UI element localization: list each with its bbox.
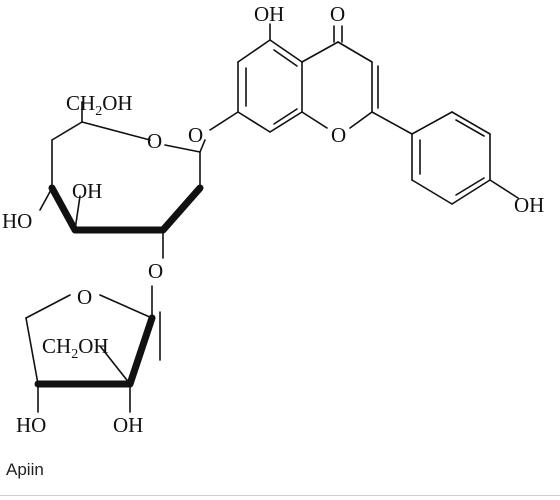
bottom-divider (0, 495, 560, 496)
ring-c-bonds (301, 25, 379, 129)
glucose-ring-oxygen-label: O (147, 129, 162, 153)
figure-caption: Apiin (6, 460, 44, 479)
oh-4prime-label: OH (514, 193, 544, 217)
ring-b-bonds (371, 111, 519, 205)
apiose-ring-oxygen-label: O (77, 285, 92, 309)
ho-glucose-4-label: HO (2, 209, 32, 233)
oh-glucose-3-label: OH (72, 179, 102, 203)
oh-5-label: OH (254, 2, 284, 26)
ch2oh-apiose-label: CH2OH (42, 334, 109, 362)
glycoside-oxygen-7-label: O (188, 123, 203, 147)
ring-a-substituent-bonds (209, 23, 271, 131)
ring-a-bonds (237, 39, 303, 133)
oh-apiose-label: OH (113, 413, 143, 437)
carbonyl-oxygen-label: O (330, 2, 345, 26)
glycoside-oxygen-2-label: O (148, 259, 163, 283)
ho-apiose-label: HO (16, 413, 46, 437)
ch2oh-glucose-label: CH2OH (66, 91, 133, 119)
apiose-ring-bonds (25, 285, 161, 413)
glucose-ring-bonds (39, 101, 206, 259)
chromone-ring-oxygen-label: O (331, 123, 346, 147)
